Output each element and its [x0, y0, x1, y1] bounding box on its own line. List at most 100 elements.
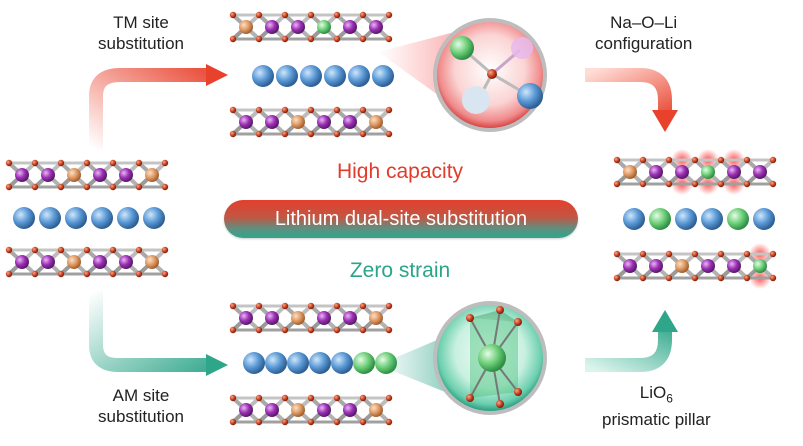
transition-metal-atom	[369, 311, 383, 325]
oxygen-atom	[229, 302, 237, 310]
transition-metal-atom	[119, 168, 133, 182]
sodium-atom	[117, 207, 139, 229]
oxygen-atom	[333, 11, 341, 19]
transition-metal-atom	[343, 20, 357, 34]
oxygen-atom	[639, 156, 647, 164]
oxygen-atom	[613, 156, 621, 164]
am-label-line2: substitution	[98, 407, 184, 426]
oxygen-atom	[333, 130, 341, 138]
zero-strain-label: Zero strain	[349, 259, 451, 282]
transition-metal-atom	[265, 403, 279, 417]
tm-site-substitution-label: TM site substitution	[98, 12, 184, 54]
oxygen-atom	[691, 156, 699, 164]
oxygen-atom	[57, 246, 65, 254]
oxygen-atom	[769, 250, 777, 258]
oxygen-atom	[5, 183, 13, 191]
oxygen-atom	[229, 326, 237, 334]
transition-metal-atom	[369, 20, 383, 34]
oxygen-atom	[385, 326, 393, 334]
oxygen-atom	[109, 270, 117, 278]
sodium-atom	[331, 352, 353, 374]
oxygen-atom	[359, 11, 367, 19]
oxygen-atom	[57, 183, 65, 191]
oxygen-atom	[281, 326, 289, 334]
tm-label-line1: TM site	[113, 13, 169, 32]
oxygen-atom	[135, 270, 143, 278]
transition-metal-atom	[15, 168, 29, 182]
transition-metal-atom	[291, 20, 305, 34]
oxygen-atom	[385, 302, 393, 310]
sodium-atom	[324, 65, 346, 87]
oxygen-atom	[31, 159, 39, 167]
lio6-formula: LiO	[639, 383, 667, 402]
oxygen-atom	[691, 274, 699, 282]
am-substituted-structure	[229, 302, 397, 426]
oxygen-atom	[359, 35, 367, 43]
am-label-line1: AM site	[112, 386, 170, 405]
oxygen-atom	[83, 183, 91, 191]
oxygen-atom	[665, 180, 673, 188]
oxygen-atom	[359, 418, 367, 426]
arrow-lio6	[585, 310, 678, 372]
transition-metal-atom	[15, 255, 29, 269]
tm-substituted-structure	[229, 11, 394, 138]
oxygen-atom	[639, 274, 647, 282]
oxygen-atom	[135, 246, 143, 254]
oxygen-atom	[769, 180, 777, 188]
oxygen-atom	[691, 180, 699, 188]
oxygen-atom	[307, 130, 315, 138]
oxygen-atom	[161, 183, 169, 191]
oxygen-atom	[385, 418, 393, 426]
oxygen-atom	[359, 130, 367, 138]
sodium-atom	[623, 208, 645, 230]
transition-metal-atom	[239, 20, 253, 34]
transition-metal-atom	[623, 259, 637, 273]
oxygen-atom	[281, 418, 289, 426]
sodium-atom	[287, 352, 309, 374]
oxygen-atom	[333, 35, 341, 43]
oxygen-atom	[333, 394, 341, 402]
arrow-naoli	[585, 68, 678, 132]
oxygen-atom	[691, 250, 699, 258]
oxygen-atom	[5, 246, 13, 254]
transition-metal-atom	[675, 259, 689, 273]
dual-substituted-structure	[613, 149, 777, 289]
oxygen-atom	[613, 274, 621, 282]
lio6-label-line2: prismatic pillar	[602, 410, 711, 430]
oxygen-atom	[359, 302, 367, 310]
oxygen-atom	[717, 274, 725, 282]
transition-metal-atom	[291, 403, 305, 417]
oxygen-atom	[307, 326, 315, 334]
oxygen-atom	[743, 180, 751, 188]
lithium-atom	[317, 20, 331, 34]
oxygen-atom	[5, 159, 13, 167]
oxygen-atom	[359, 106, 367, 114]
sodium-atom	[309, 352, 331, 374]
oxygen-atom	[31, 183, 39, 191]
oxygen-atom	[229, 106, 237, 114]
transition-metal-atom	[265, 311, 279, 325]
sodium-atom	[91, 207, 113, 229]
oxygen-atom	[109, 246, 117, 254]
oxygen-atom	[717, 250, 725, 258]
oxygen-atom	[255, 11, 263, 19]
oxygen-atom	[769, 274, 777, 282]
transition-metal-atom	[119, 255, 133, 269]
oxygen-atom	[613, 250, 621, 258]
oxygen-atom	[665, 274, 673, 282]
oxygen-atom	[31, 246, 39, 254]
transition-metal-atom	[239, 311, 253, 325]
lio6-subscript: 6	[666, 391, 673, 406]
arrow-tm-substitution	[89, 64, 228, 150]
oxygen-atom	[255, 418, 263, 426]
oxygen-atom	[83, 159, 91, 167]
transition-metal-atom	[369, 115, 383, 129]
oxygen-atom	[229, 11, 237, 19]
oxygen-atom	[161, 246, 169, 254]
oxygen-atom	[769, 156, 777, 164]
transition-metal-atom	[343, 115, 357, 129]
oxygen-atom	[385, 11, 393, 19]
sodium-atom	[13, 207, 35, 229]
transition-metal-atom	[265, 20, 279, 34]
